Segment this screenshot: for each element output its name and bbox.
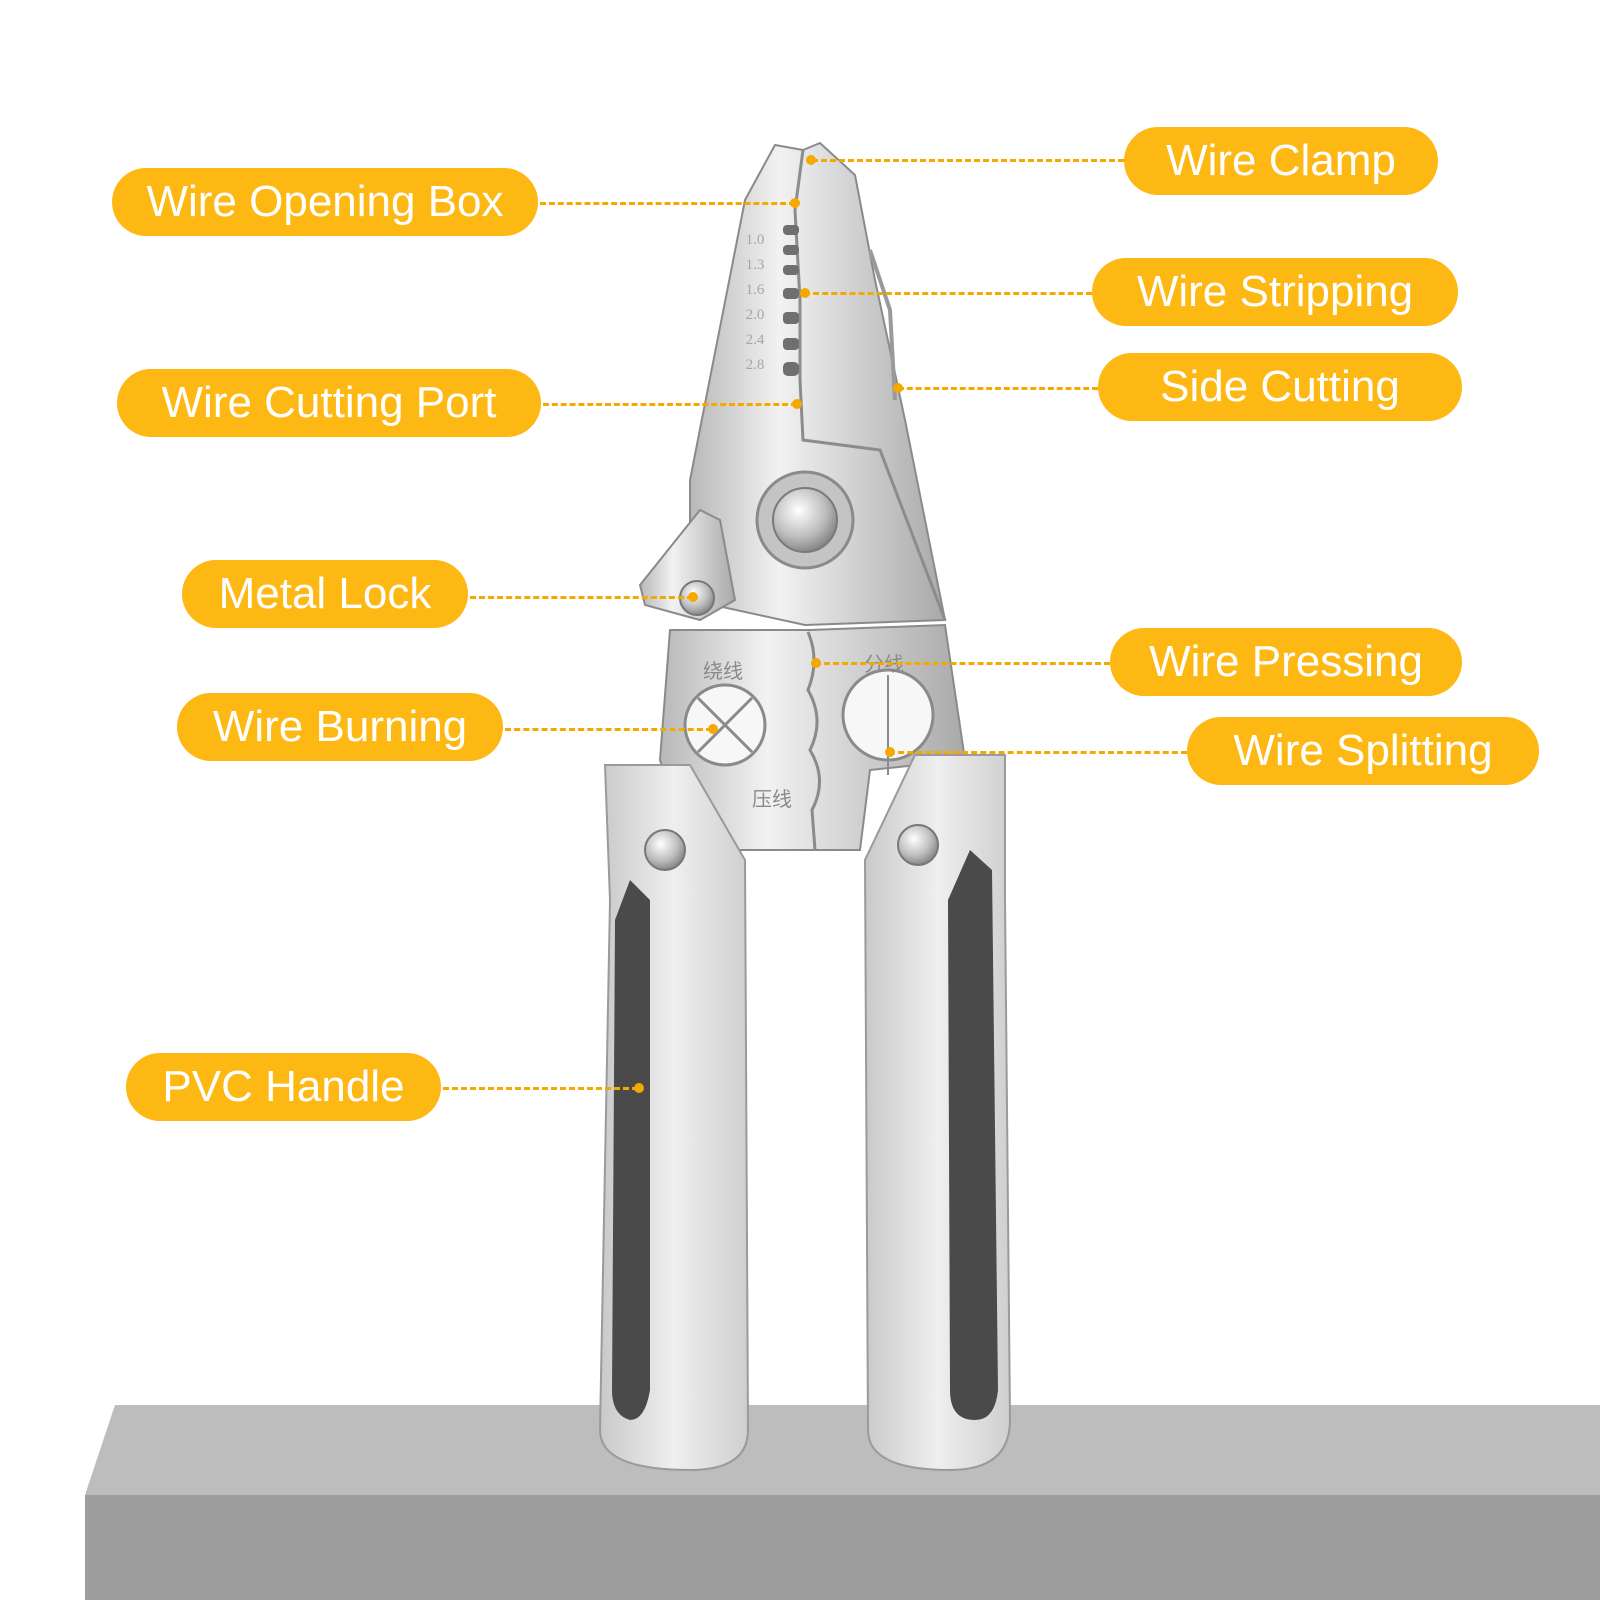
dot-metal-lock xyxy=(688,592,698,602)
callout-wire-opening-box: Wire Opening Box xyxy=(112,168,538,236)
dot-wire-opening-box xyxy=(790,198,800,208)
jaw-split xyxy=(793,149,947,621)
callout-wire-burning: Wire Burning xyxy=(177,693,503,761)
dot-wire-stripping xyxy=(800,288,810,298)
dot-side-cutting xyxy=(893,383,903,393)
right-handle-rivet xyxy=(897,824,939,866)
gauge-1-3: 1.3 xyxy=(745,257,765,273)
shelf-top xyxy=(85,1405,1600,1495)
callout-wire-cutting-port: Wire Cutting Port xyxy=(117,369,541,437)
shelf-front xyxy=(85,1495,1600,1600)
left-handle-rivet xyxy=(644,829,686,871)
dot-wire-clamp xyxy=(806,155,816,165)
side-cutter-notch xyxy=(868,249,897,401)
gauge-2-4: 2.4 xyxy=(745,332,765,348)
callout-wire-stripping: Wire Stripping xyxy=(1092,258,1458,326)
callout-pvc-handle: PVC Handle xyxy=(126,1053,441,1121)
leader-metal-lock xyxy=(470,596,693,599)
leader-wire-pressing xyxy=(815,662,1110,665)
dot-wire-cutting-port xyxy=(792,399,802,409)
pivot-bolt xyxy=(772,487,838,553)
gauge-2-8: 2.8 xyxy=(745,357,765,373)
left-handle-grip xyxy=(612,880,650,1420)
crimping-mark: 压线 xyxy=(752,789,792,811)
callout-side-cutting: Side Cutting xyxy=(1098,353,1462,421)
leader-side-cutting xyxy=(898,387,1098,390)
leader-wire-stripping xyxy=(804,292,1092,295)
dot-wire-splitting xyxy=(885,747,895,757)
gauge-1-6: 1.6 xyxy=(745,282,765,298)
leader-wire-cutting-port xyxy=(543,403,797,406)
right-handle-grip xyxy=(948,850,998,1420)
gauge-marks: 1.0 1.3 1.6 2.0 2.4 2.8 xyxy=(735,228,775,378)
callout-wire-pressing: Wire Pressing xyxy=(1110,628,1462,696)
callout-wire-splitting: Wire Splitting xyxy=(1187,717,1539,785)
dot-wire-burning xyxy=(708,724,718,734)
gauge-2-0: 2.0 xyxy=(745,307,765,323)
callout-metal-lock: Metal Lock xyxy=(182,560,468,628)
dot-pvc-handle xyxy=(634,1083,644,1093)
leader-wire-splitting xyxy=(889,751,1187,754)
gauge-1-0: 1.0 xyxy=(745,232,765,248)
splitting-mark: 分线 xyxy=(864,654,904,676)
dot-wire-pressing xyxy=(811,658,821,668)
leader-wire-clamp xyxy=(812,159,1124,162)
leader-wire-burning xyxy=(505,728,712,731)
stripping-holes xyxy=(783,225,799,376)
winding-mark: 绕线 xyxy=(703,661,743,683)
callout-wire-clamp: Wire Clamp xyxy=(1124,127,1438,195)
leader-pvc-handle xyxy=(443,1087,638,1090)
leader-wire-opening-box xyxy=(540,202,795,205)
